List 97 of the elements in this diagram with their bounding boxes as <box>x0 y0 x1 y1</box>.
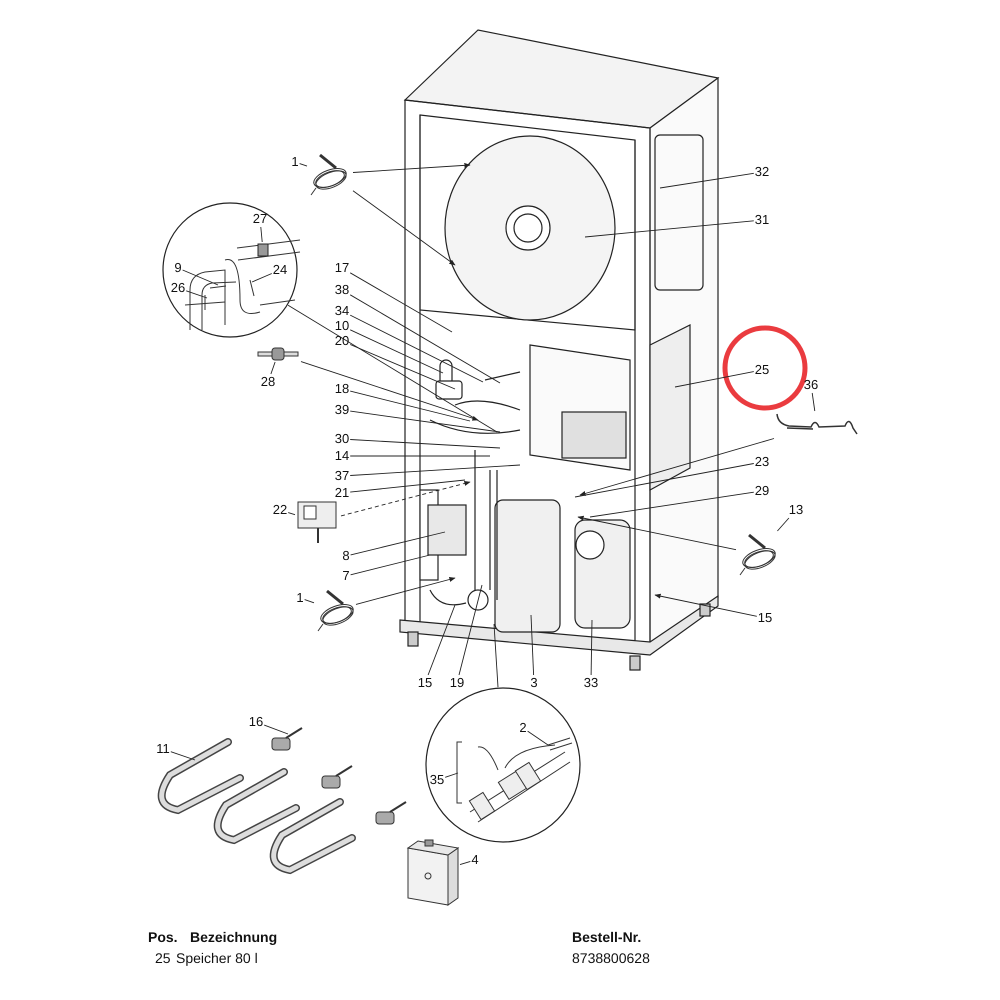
callout-number: 3 <box>530 676 538 690</box>
callout-number: 7 <box>342 569 350 583</box>
callout-number: 31 <box>754 213 770 227</box>
leader-line <box>288 512 296 516</box>
leader-line <box>350 344 456 390</box>
leader-line <box>352 162 471 173</box>
leader-line <box>252 273 272 282</box>
callout-number: 15 <box>758 611 772 625</box>
callout-number: 37 <box>334 469 350 483</box>
callout-number: 13 <box>788 503 804 517</box>
leader-line <box>660 172 754 188</box>
callout-number: 39 <box>334 403 350 417</box>
detail-circle <box>425 687 581 843</box>
callout-number: 11 <box>156 742 170 756</box>
leader-line <box>340 481 471 516</box>
connector-drawing <box>257 243 269 257</box>
leader-line <box>356 577 456 605</box>
leader-line <box>352 190 456 266</box>
table-cell: Speicher 80 l <box>176 950 258 966</box>
leader-line <box>776 518 790 532</box>
callout-number: 34 <box>334 304 350 318</box>
callout-number: 14 <box>334 449 350 463</box>
callout-number: 16 <box>248 715 264 729</box>
leader-line <box>350 294 500 384</box>
table-cell: 25 <box>155 950 171 966</box>
sensor-cable-drawing <box>315 588 355 632</box>
callout-number: 32 <box>754 165 770 179</box>
table-header: Bezeichnung <box>190 929 278 945</box>
callout-number: 36 <box>804 378 818 392</box>
detail-circle <box>162 202 298 338</box>
leader-line <box>577 516 736 550</box>
leader-line <box>288 304 498 432</box>
leader-line <box>444 772 458 778</box>
sensor-cable-drawing <box>737 532 777 576</box>
leader-line <box>654 594 758 617</box>
table-header: Bestell-Nr. <box>572 929 642 945</box>
callout-number: 10 <box>334 319 350 333</box>
leader-line <box>590 492 754 518</box>
callout-number: 8 <box>342 549 350 563</box>
leader-line <box>350 554 430 576</box>
leader-line <box>350 329 444 374</box>
callout-number: 21 <box>334 486 350 500</box>
leader-line <box>182 270 218 286</box>
callout-number: 29 <box>754 484 770 498</box>
callout-number: 2 <box>519 721 527 735</box>
leader-line <box>350 464 520 476</box>
leader-line <box>300 361 479 421</box>
callout-number: 17 <box>334 261 350 275</box>
callout-number: 25 <box>754 363 770 377</box>
callout-number: 24 <box>272 263 288 277</box>
table-header: Pos. <box>148 929 178 945</box>
table-cell: 8738800628 <box>572 950 650 966</box>
leader-line <box>574 463 754 498</box>
leader-line <box>460 860 471 866</box>
callout-number: 23 <box>754 455 770 469</box>
callout-number: 28 <box>260 375 276 389</box>
callout-number: 18 <box>334 382 350 396</box>
callout-number: 20 <box>334 334 350 348</box>
callout-number: 19 <box>450 676 464 690</box>
leader-line <box>350 480 466 493</box>
callout-number: 27 <box>252 212 268 226</box>
leader-line <box>428 604 456 676</box>
leader-line <box>350 390 470 422</box>
leader-line <box>299 163 308 167</box>
leader-line <box>170 751 196 760</box>
leader-line <box>530 614 534 676</box>
leader-line <box>584 220 754 238</box>
leader-line <box>674 371 754 388</box>
leader-line <box>270 362 276 374</box>
callout-number: 4 <box>471 853 479 867</box>
junction-box-drawing <box>407 840 459 906</box>
callout-number: 26 <box>170 281 186 295</box>
callout-number: 35 <box>430 773 444 787</box>
leader-line <box>350 439 500 448</box>
leader-line <box>812 392 816 412</box>
leader-line <box>458 584 482 676</box>
callout-number: 1 <box>296 591 304 605</box>
leader-line <box>527 730 548 746</box>
callout-number: 22 <box>272 503 288 517</box>
leader-line <box>304 599 314 604</box>
callout-number: 30 <box>334 432 350 446</box>
leader-line <box>350 314 484 382</box>
callout-number: 9 <box>174 261 182 275</box>
fitting-drawing <box>256 347 300 361</box>
leader-line <box>350 532 446 556</box>
leader-line <box>494 624 498 688</box>
callout-number: 1 <box>291 155 299 169</box>
leader-line <box>350 410 500 432</box>
leader-line <box>579 438 774 496</box>
callout-number: 33 <box>584 676 598 690</box>
callout-number: 15 <box>418 676 432 690</box>
leader-line <box>260 226 263 242</box>
callout-number: 38 <box>334 283 350 297</box>
leader-line <box>350 272 452 332</box>
leader-line <box>590 620 592 676</box>
leader-line <box>264 724 288 734</box>
leader-line <box>186 290 208 298</box>
